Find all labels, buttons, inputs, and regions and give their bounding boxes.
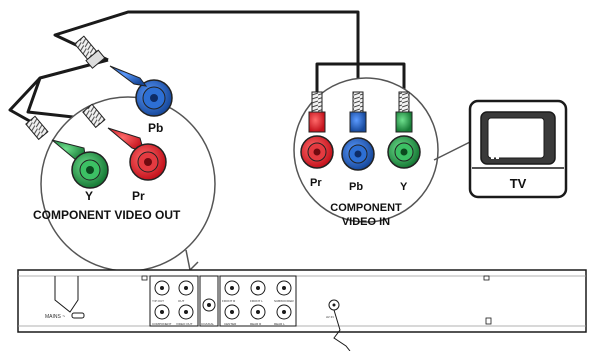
svg-text:FRONT L: FRONT L <box>250 299 263 303</box>
y-plug-left <box>25 115 49 141</box>
rear-panel-outline <box>17 269 587 333</box>
pr-plug-right <box>300 91 334 169</box>
svg-text:AV IN: AV IN <box>326 315 334 319</box>
pr-label-right: Pr <box>310 177 322 189</box>
mains-label: MAINS ~ <box>45 314 65 320</box>
tv-icon-screen <box>487 117 545 159</box>
pb-label-left: Pb <box>148 121 163 135</box>
tv-device: TV <box>468 99 568 199</box>
pr-label-left: Pr <box>132 189 145 203</box>
pb-label-right: Pb <box>349 181 363 193</box>
svg-text:Y/P OUT: Y/P OUT <box>152 299 164 303</box>
svg-text:REAR R: REAR R <box>250 322 262 326</box>
component-video-in-caption-2: VIDEO IN <box>342 216 390 228</box>
pb-plug-left-body <box>109 65 148 87</box>
pb-jack-left-inner <box>150 94 158 102</box>
cable-bundle <box>8 10 406 130</box>
tv-label: TV <box>510 176 527 191</box>
svg-text:COAXIAL: COAXIAL <box>201 322 214 326</box>
pr-plug-left <box>82 103 106 129</box>
svg-text:OUT: OUT <box>178 299 185 303</box>
left-magnifier-circle <box>40 96 216 272</box>
tv-icon-button-2 <box>496 156 499 159</box>
cable-pr-loop <box>26 58 109 122</box>
mains-socket <box>71 312 85 319</box>
component-out-block <box>149 275 199 327</box>
y-plug-right <box>387 91 421 169</box>
svg-text:REAR L: REAR L <box>274 322 285 326</box>
y-jack-left-inner <box>86 166 94 174</box>
left-magnifier-pointer <box>185 249 199 272</box>
rear-panel: MAINS ~ Y/P OUT OUT COMPONENT VIDEO OUT … <box>17 269 587 351</box>
pr-jack-left-inner <box>144 158 152 166</box>
component-video-in-caption-1: COMPONENT <box>330 202 402 214</box>
cable-pb-long <box>53 10 360 92</box>
y-label-left: Y <box>85 189 93 203</box>
left-magnifier: Pb Pr Y COMPONENT VIDEO OUT <box>25 35 216 272</box>
svg-text:FRONT R: FRONT R <box>222 299 236 303</box>
y-label-right: Y <box>400 181 408 193</box>
tv-icon-button-1 <box>491 156 494 159</box>
component-video-out-caption: COMPONENT VIDEO OUT <box>33 208 181 222</box>
antenna-wire <box>333 309 351 351</box>
svg-text:COMPONENT: COMPONENT <box>152 322 172 326</box>
right-magnifier: Pr Pb Y COMPONENT VIDEO IN <box>293 77 471 228</box>
svg-text:VIDEO OUT: VIDEO OUT <box>176 322 193 326</box>
coaxial-block <box>199 275 219 327</box>
rear-panel-notch <box>54 276 79 313</box>
audio-out-block <box>219 275 297 327</box>
svg-text:SUBWOOFER: SUBWOOFER <box>274 299 295 303</box>
cable-right-branch <box>315 62 406 92</box>
tv-connector-line <box>433 141 471 161</box>
pb-plug-left <box>73 35 106 69</box>
pb-plug-right <box>341 91 375 171</box>
svg-text:CENTER: CENTER <box>224 322 237 326</box>
